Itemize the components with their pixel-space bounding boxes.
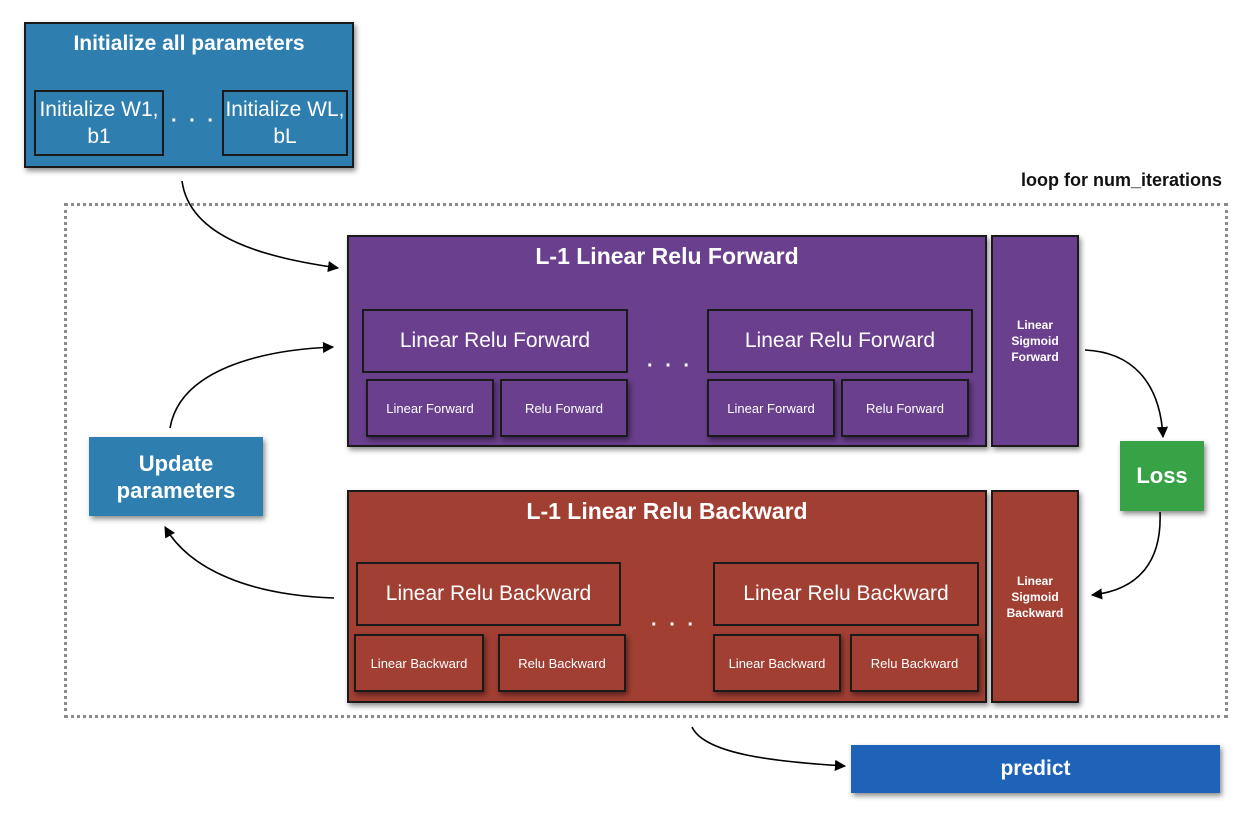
relu-backward-last: Relu Backward (850, 634, 979, 692)
linear-relu-backward-group: L-1 Linear Relu Backward Linear Relu Bac… (347, 490, 987, 703)
linear-relu-forward-group: L-1 Linear Relu Forward Linear Relu Forw… (347, 235, 987, 447)
initialize-parameters-title: Initialize all parameters (73, 32, 305, 55)
initialize-parameters-box: Initialize all parameters Initialize W1,… (24, 22, 354, 168)
arrow-init-to-forward (181, 180, 340, 273)
relu-forward-first: Relu Forward (500, 379, 628, 437)
arrow-forward-to-loss (1084, 349, 1169, 439)
linear-sigmoid-forward-label: Linear Sigmoid Forward (1011, 318, 1059, 364)
linear-backward-last: Linear Backward (713, 634, 841, 692)
arrow-loop-to-predict (691, 726, 847, 771)
update-parameters-box: Update parameters (89, 437, 263, 516)
backward-ellipsis: · · · (651, 614, 698, 636)
initialize-last-layer-box: Initialize WL, bL (222, 90, 348, 156)
linear-forward-first: Linear Forward (366, 379, 494, 437)
linear-relu-forward-block-first: Linear Relu Forward (362, 309, 628, 373)
relu-backward-first: Relu Backward (498, 634, 626, 692)
loss-box: Loss (1120, 441, 1204, 511)
relu-forward-last: Relu Forward (841, 379, 969, 437)
linear-backward-first: Linear Backward (354, 634, 484, 692)
initialize-ellipsis: · · · (170, 110, 218, 132)
linear-forward-last: Linear Forward (707, 379, 835, 437)
linear-sigmoid-backward-label: Linear Sigmoid Backward (1006, 573, 1064, 620)
arrow-backward-to-update (164, 526, 335, 599)
forward-ellipsis: · · · (647, 355, 694, 377)
loop-boundary (64, 203, 1228, 718)
forward-group-title: L-1 Linear Relu Forward (535, 243, 799, 269)
initialize-first-layer-box: Initialize W1, b1 (34, 90, 164, 156)
predict-box: predict (851, 745, 1220, 793)
arrow-loss-to-backward (1090, 511, 1161, 600)
linear-relu-forward-block-last: Linear Relu Forward (707, 309, 973, 373)
linear-relu-backward-block-last: Linear Relu Backward (713, 562, 979, 626)
linear-sigmoid-backward-box: Linear Sigmoid Backward (991, 490, 1079, 703)
loop-label: loop for num_iterations (1020, 170, 1222, 190)
backward-group-title: L-1 Linear Relu Backward (526, 498, 808, 524)
arrow-update-to-forward (169, 341, 335, 429)
linear-relu-backward-block-first: Linear Relu Backward (356, 562, 621, 626)
linear-sigmoid-forward-box: Linear Sigmoid Forward (991, 235, 1079, 447)
